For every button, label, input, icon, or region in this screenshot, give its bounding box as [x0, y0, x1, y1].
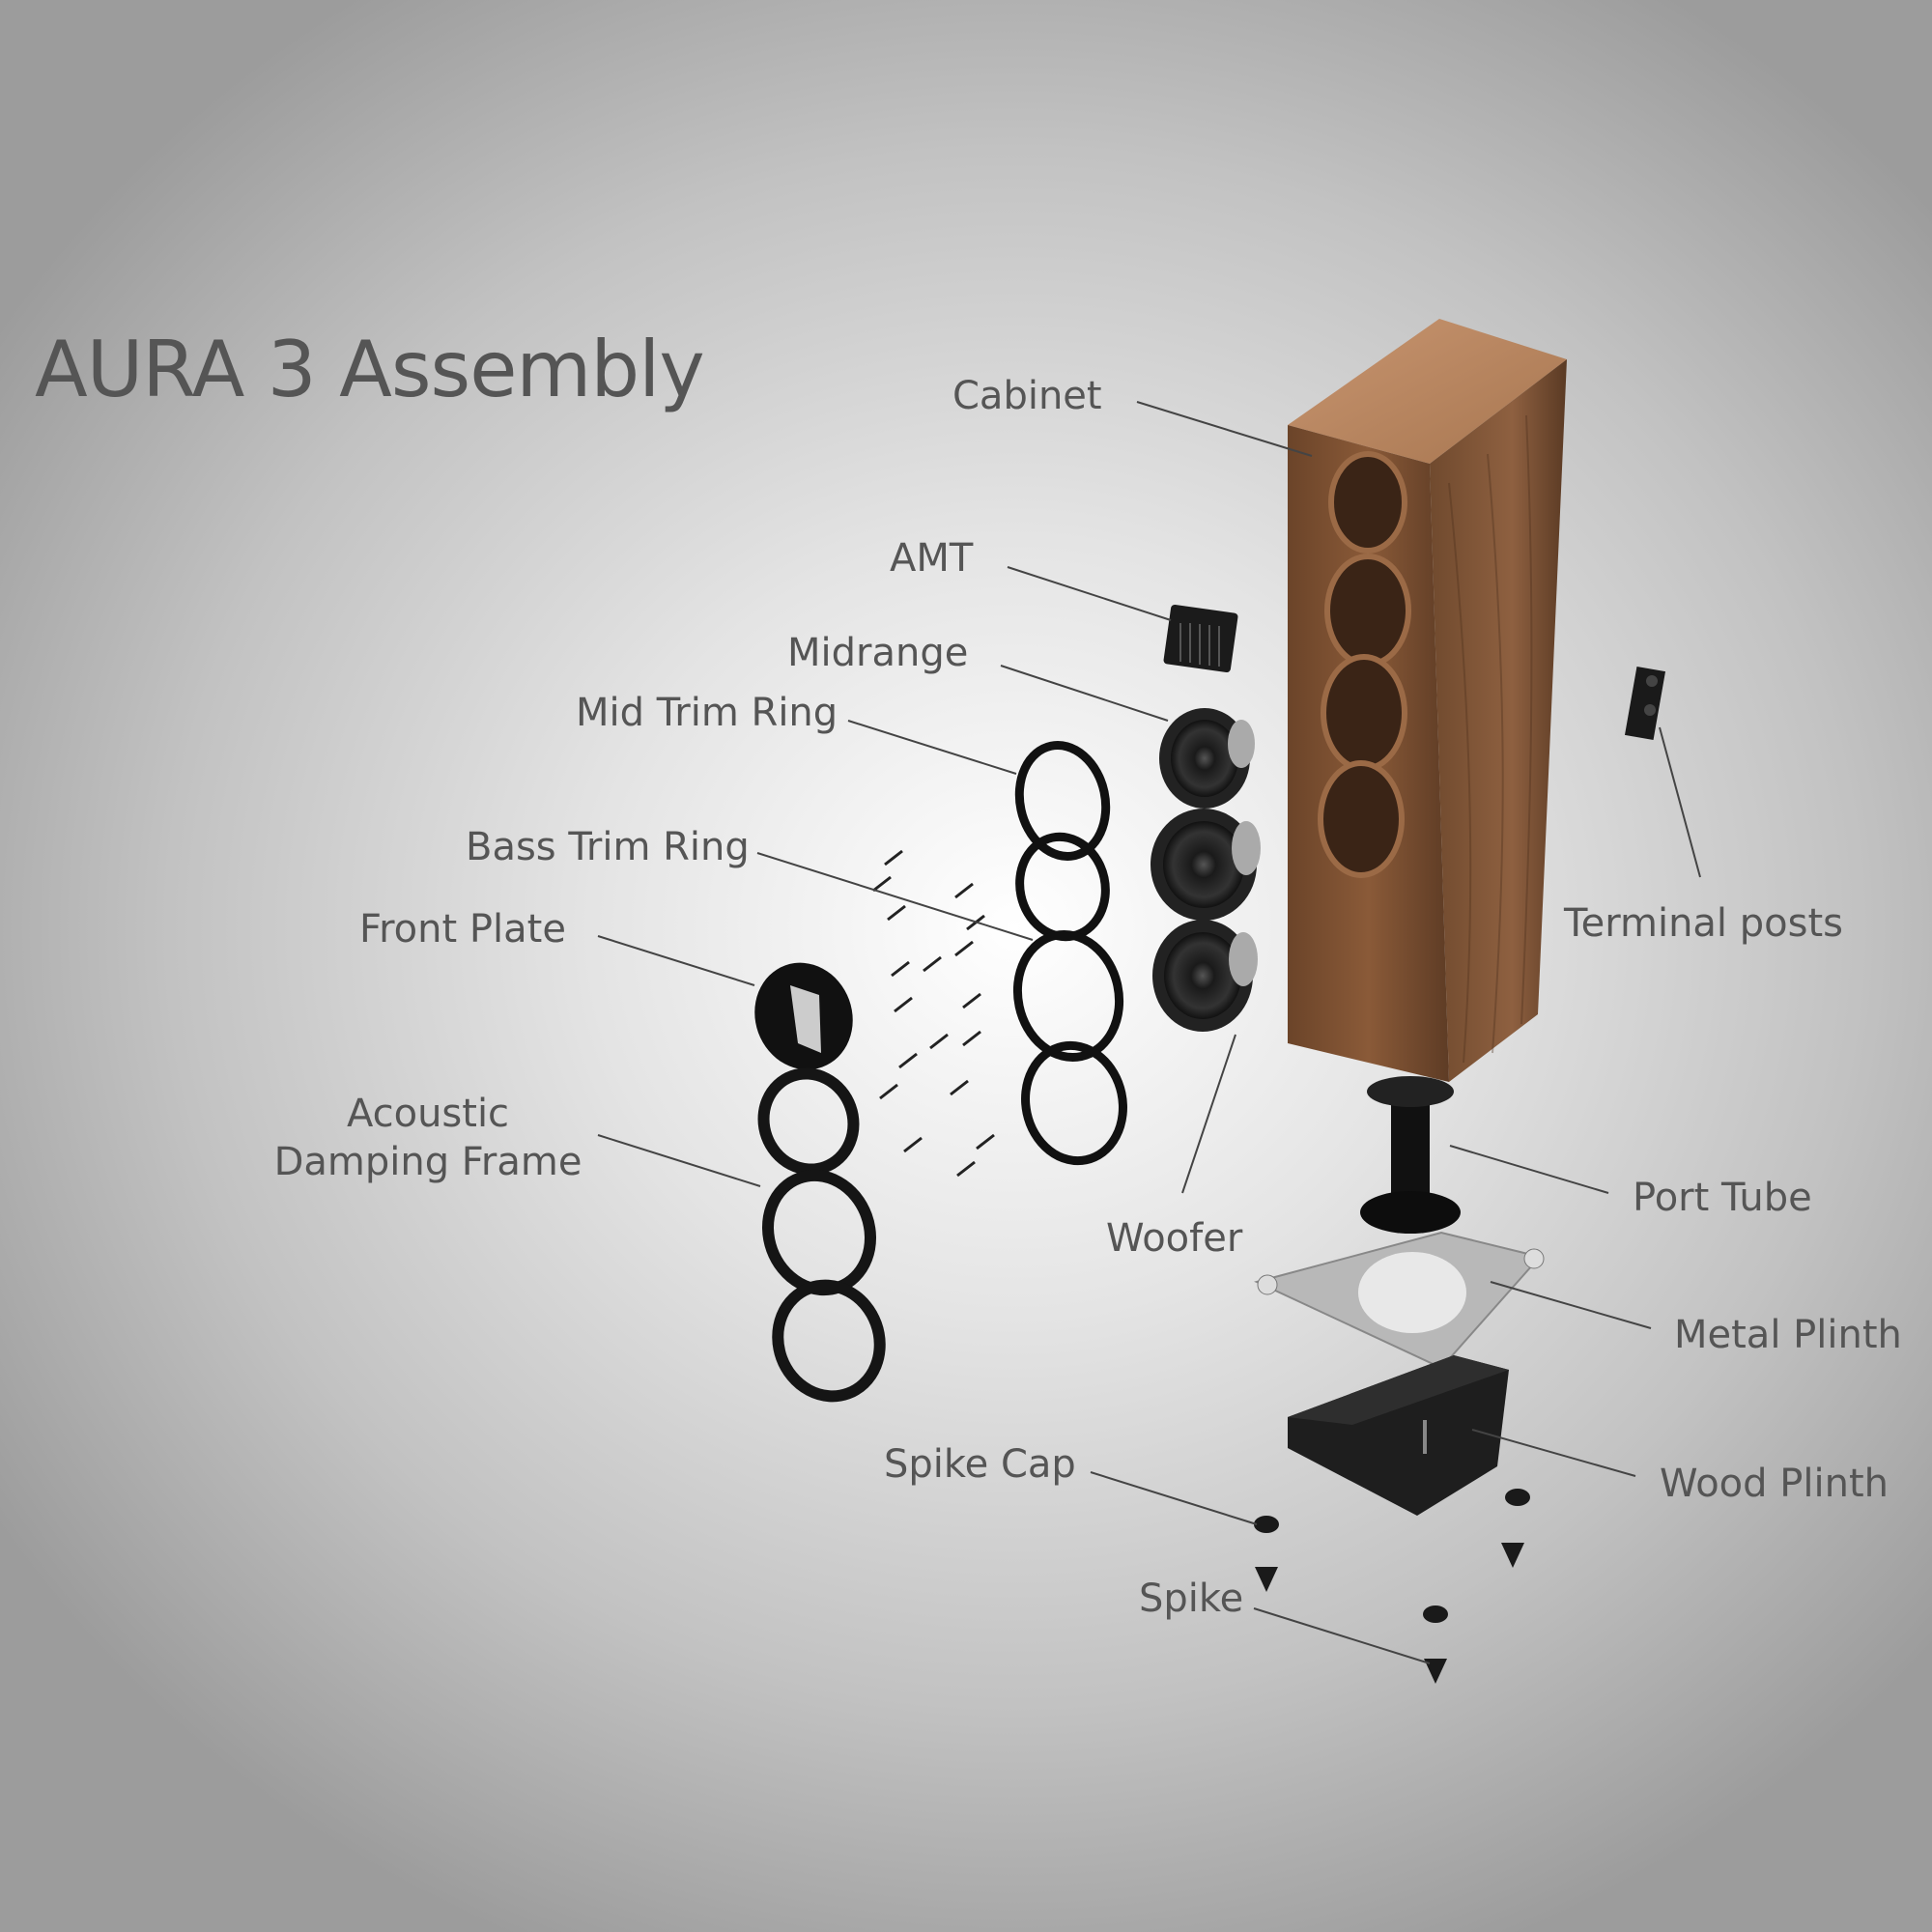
spike-leader: [1253, 1607, 1431, 1664]
screw: [976, 1133, 995, 1151]
label-midrange: Midrange: [787, 631, 969, 675]
terminal-posts-leader: [1659, 726, 1701, 878]
cabinet-part: [1288, 319, 1567, 1082]
label-spike: Spike: [1139, 1577, 1244, 1621]
screws-part: [872, 849, 995, 1178]
spikes-part: [1255, 1543, 1524, 1684]
spike-caps-part: [1254, 1489, 1530, 1623]
port-tube-leader: [1449, 1145, 1609, 1194]
label-acoustic-damping-frame-line1: Acoustic: [346, 1092, 510, 1136]
label-cabinet: Cabinet: [952, 374, 1102, 418]
screw: [929, 1033, 949, 1050]
mid-trim-ring-leader: [847, 720, 1017, 775]
leader-lines: [597, 401, 1701, 1664]
woofer-leader: [1181, 1034, 1236, 1194]
metal-plinth-leader: [1490, 1281, 1652, 1329]
label-bass-trim-ring: Bass Trim Ring: [466, 825, 750, 869]
label-terminal-posts: Terminal posts: [1564, 901, 1843, 946]
label-metal-plinth: Metal Plinth: [1674, 1313, 1902, 1357]
midrange-leader: [1000, 665, 1169, 722]
page-title: AURA 3 Assembly: [35, 325, 705, 414]
label-woofer: Woofer: [1106, 1216, 1243, 1261]
screw: [879, 1083, 898, 1100]
screw: [954, 940, 974, 957]
screw: [962, 992, 981, 1009]
label-wood-plinth: Wood Plinth: [1660, 1462, 1889, 1506]
front-plate-part: [754, 962, 853, 1070]
amt-part: [1163, 604, 1238, 673]
screw: [962, 1030, 981, 1047]
label-mid-trim-ring: Mid Trim Ring: [576, 691, 838, 735]
port-tube-part: [1360, 1076, 1461, 1234]
screw: [884, 849, 903, 867]
front-plate-leader: [597, 935, 755, 986]
label-front-plate: Front Plate: [359, 907, 566, 952]
amt-leader: [1007, 566, 1172, 621]
metal-plinth-part: [1254, 1231, 1545, 1382]
wood-plinth-leader: [1471, 1429, 1636, 1477]
cabinet-leader: [1136, 401, 1313, 457]
terminal-posts-part: [1624, 666, 1666, 741]
screw: [923, 955, 942, 973]
screw: [950, 1079, 969, 1096]
screw: [954, 882, 974, 899]
damping-frame-leader: [597, 1134, 761, 1187]
screw: [903, 1136, 923, 1153]
label-amt: AMT: [890, 536, 974, 581]
spike-cap-leader: [1090, 1471, 1258, 1525]
screw: [956, 1160, 976, 1178]
bass-trim-ring-leader: [756, 852, 1034, 941]
screw: [891, 960, 910, 978]
woofer-driver-part: [1151, 809, 1261, 1032]
midrange-driver-part: [1159, 708, 1255, 809]
screw: [872, 875, 892, 893]
trim-rings-part: [1012, 741, 1127, 1166]
screw: [894, 996, 913, 1013]
label-spike-cap: Spike Cap: [884, 1442, 1076, 1487]
damping-frames-part: [757, 1067, 886, 1403]
label-acoustic-damping-frame: Acoustic Damping Frame: [272, 1090, 583, 1186]
wood-plinth-part: [1288, 1355, 1509, 1516]
label-acoustic-damping-frame-line2: Damping Frame: [273, 1140, 582, 1184]
label-port-tube: Port Tube: [1633, 1176, 1812, 1220]
screw: [898, 1052, 918, 1069]
screw: [887, 904, 906, 922]
